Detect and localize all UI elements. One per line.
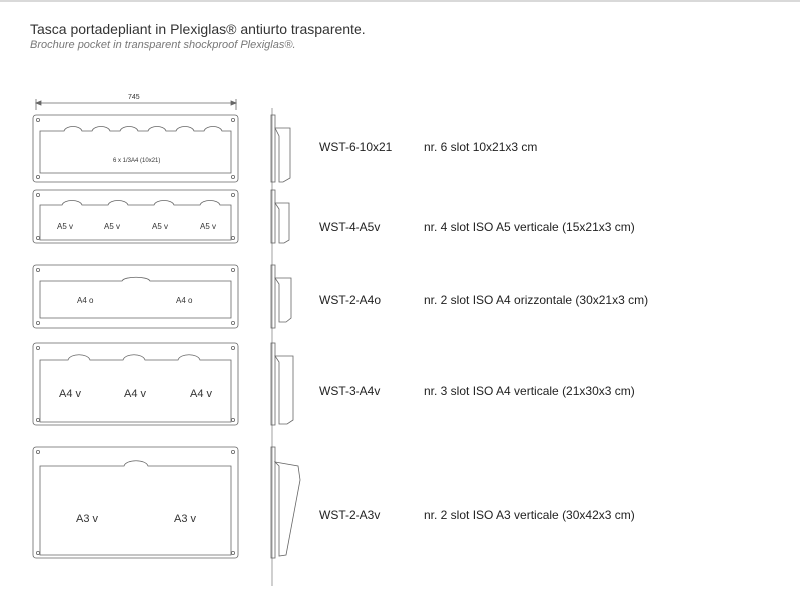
slot-label: A4 o [176,296,193,305]
slot-label: A4 v [190,388,213,400]
panel-front-3 [32,264,239,329]
panel-side-5 [270,446,301,559]
page-subtitle: Brochure pocket in transparent shockproo… [30,39,296,51]
panel-front-5 [32,446,239,559]
slot-label: A3 v [76,513,99,525]
product-code: WST-3-A4v [319,384,381,398]
dimension-label: 745 [128,94,140,101]
slot-label: A3 v [174,513,197,525]
slot-label: A4 v [59,388,82,400]
panel-front-4 [32,342,239,426]
product-code: WST-6-10x21 [319,140,393,154]
slot-label: A5 v [104,222,120,231]
product-description: nr. 2 slot ISO A3 verticale (30x42x3 cm) [424,508,635,522]
product-code: WST-2-A4o [319,293,382,307]
panel-front-1 [32,114,239,183]
panel-side-2 [270,189,290,244]
slot-label: A5 v [200,222,216,231]
slot-label: A4 v [124,388,147,400]
panel-side-1 [270,114,291,183]
panel-front-2 [32,189,239,244]
panel-side-3 [270,264,292,329]
slot-label: A4 o [77,296,94,305]
slot-label: A5 v [152,222,168,231]
top-divider [0,0,800,2]
dimension-line [34,99,238,110]
panel-side-4 [270,342,294,426]
product-description: nr. 3 slot ISO A4 verticale (21x30x3 cm) [424,384,635,398]
product-description: nr. 2 slot ISO A4 orizzontale (30x21x3 c… [424,293,649,307]
product-description: nr. 6 slot 10x21x3 cm [424,140,538,154]
product-code: WST-4-A5v [319,220,381,234]
page-title: Tasca portadepliant in Plexiglas® antiur… [30,21,366,37]
slot-label: 6 x 1/3A4 (10x21) [113,158,160,164]
product-code: WST-2-A3v [319,508,381,522]
slot-label: A5 v [57,222,73,231]
product-description: nr. 4 slot ISO A5 verticale (15x21x3 cm) [424,220,635,234]
